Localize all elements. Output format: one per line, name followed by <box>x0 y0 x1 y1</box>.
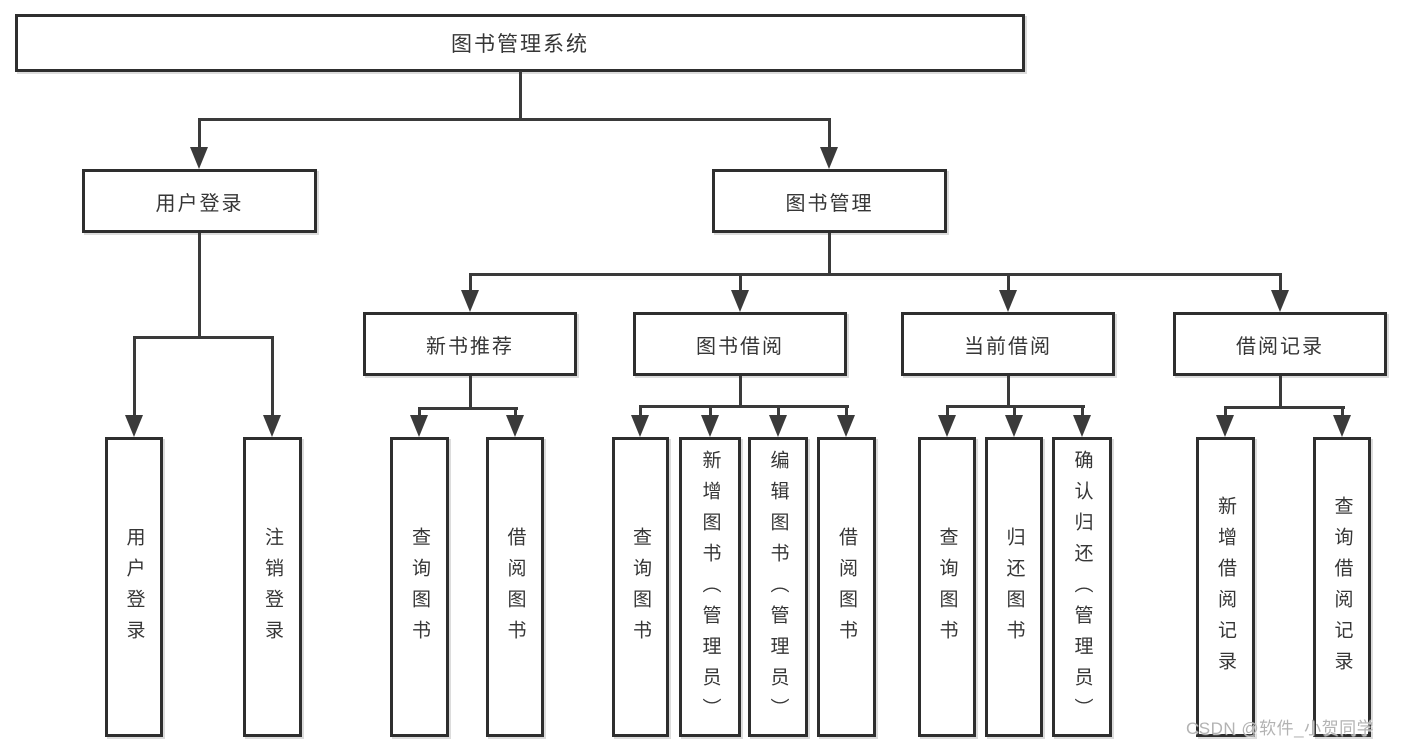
leaf-borrow-add-books-admin: 新增图书（管理员） <box>679 437 741 737</box>
arrowhead <box>1005 415 1023 437</box>
connector <box>845 405 848 421</box>
node-user-login: 用户登录 <box>82 169 317 233</box>
arrowhead <box>837 415 855 437</box>
arrowhead <box>631 415 649 437</box>
connector <box>469 273 1282 276</box>
arrowhead <box>410 415 428 437</box>
connector <box>739 273 742 295</box>
arrowhead <box>190 147 208 169</box>
node-current-borrow: 当前借阅 <box>901 312 1115 376</box>
leaf-current-query-books: 查询图书 <box>918 437 976 737</box>
connector <box>418 407 518 410</box>
node-book-management: 图书管理 <box>712 169 947 233</box>
arrowhead <box>701 415 719 437</box>
leaf-records-add-borrow-record: 新增借阅记录 <box>1196 437 1255 737</box>
connector <box>514 407 517 421</box>
arrowhead <box>938 415 956 437</box>
connector <box>1081 405 1084 421</box>
arrowhead <box>263 415 281 437</box>
csdn-watermark: CSDN @软件_小贺同学 <box>1186 719 1375 738</box>
arrowhead <box>1271 290 1289 312</box>
leaf-current-return-books: 归还图书 <box>985 437 1043 737</box>
arrowhead <box>1216 415 1234 437</box>
connector <box>469 376 472 410</box>
connector <box>1224 406 1227 421</box>
connector <box>1224 406 1345 409</box>
connector <box>418 407 421 421</box>
connector <box>469 273 472 295</box>
connector <box>198 118 831 121</box>
connector <box>1279 273 1282 295</box>
arrowhead <box>769 415 787 437</box>
leaf-borrow-query-books: 查询图书 <box>612 437 669 737</box>
connector <box>1007 376 1010 408</box>
arrowhead <box>506 415 524 437</box>
node-new-book-recommend: 新书推荐 <box>363 312 577 376</box>
arrowhead <box>820 147 838 169</box>
connector <box>1279 376 1282 409</box>
arrowhead <box>999 290 1017 312</box>
connector <box>519 71 522 121</box>
connector <box>709 405 712 421</box>
arrowhead <box>1333 415 1351 437</box>
connector <box>946 405 949 421</box>
arrowhead <box>125 415 143 437</box>
connector <box>1013 405 1016 421</box>
leaf-borrow-borrow-books: 借阅图书 <box>817 437 876 737</box>
connector <box>271 336 274 417</box>
arrowhead <box>731 290 749 312</box>
leaf-recommend-query-books: 查询图书 <box>390 437 449 737</box>
connector <box>133 336 136 417</box>
arrowhead <box>1073 415 1091 437</box>
connector <box>198 118 201 151</box>
connector <box>828 118 831 151</box>
connector <box>739 376 742 408</box>
connector <box>198 233 201 339</box>
leaf-login-user-login: 用户登录 <box>105 437 163 737</box>
connector <box>1341 406 1344 421</box>
connector <box>639 405 642 421</box>
connector <box>133 336 274 339</box>
leaf-records-query-borrow-record: 查询借阅记录 <box>1313 437 1371 737</box>
node-book-borrow: 图书借阅 <box>633 312 847 376</box>
node-library-management-system: 图书管理系统 <box>15 14 1025 72</box>
leaf-recommend-borrow-books: 借阅图书 <box>486 437 544 737</box>
leaf-borrow-edit-books-admin: 编辑图书（管理员） <box>748 437 808 737</box>
connector <box>777 405 780 421</box>
node-borrow-records: 借阅记录 <box>1173 312 1387 376</box>
leaf-login-logout: 注销登录 <box>243 437 302 737</box>
connector <box>1007 273 1010 295</box>
arrowhead <box>461 290 479 312</box>
connector <box>639 405 849 408</box>
connector <box>828 233 831 276</box>
leaf-current-confirm-return-admin: 确认归还（管理员） <box>1052 437 1112 737</box>
